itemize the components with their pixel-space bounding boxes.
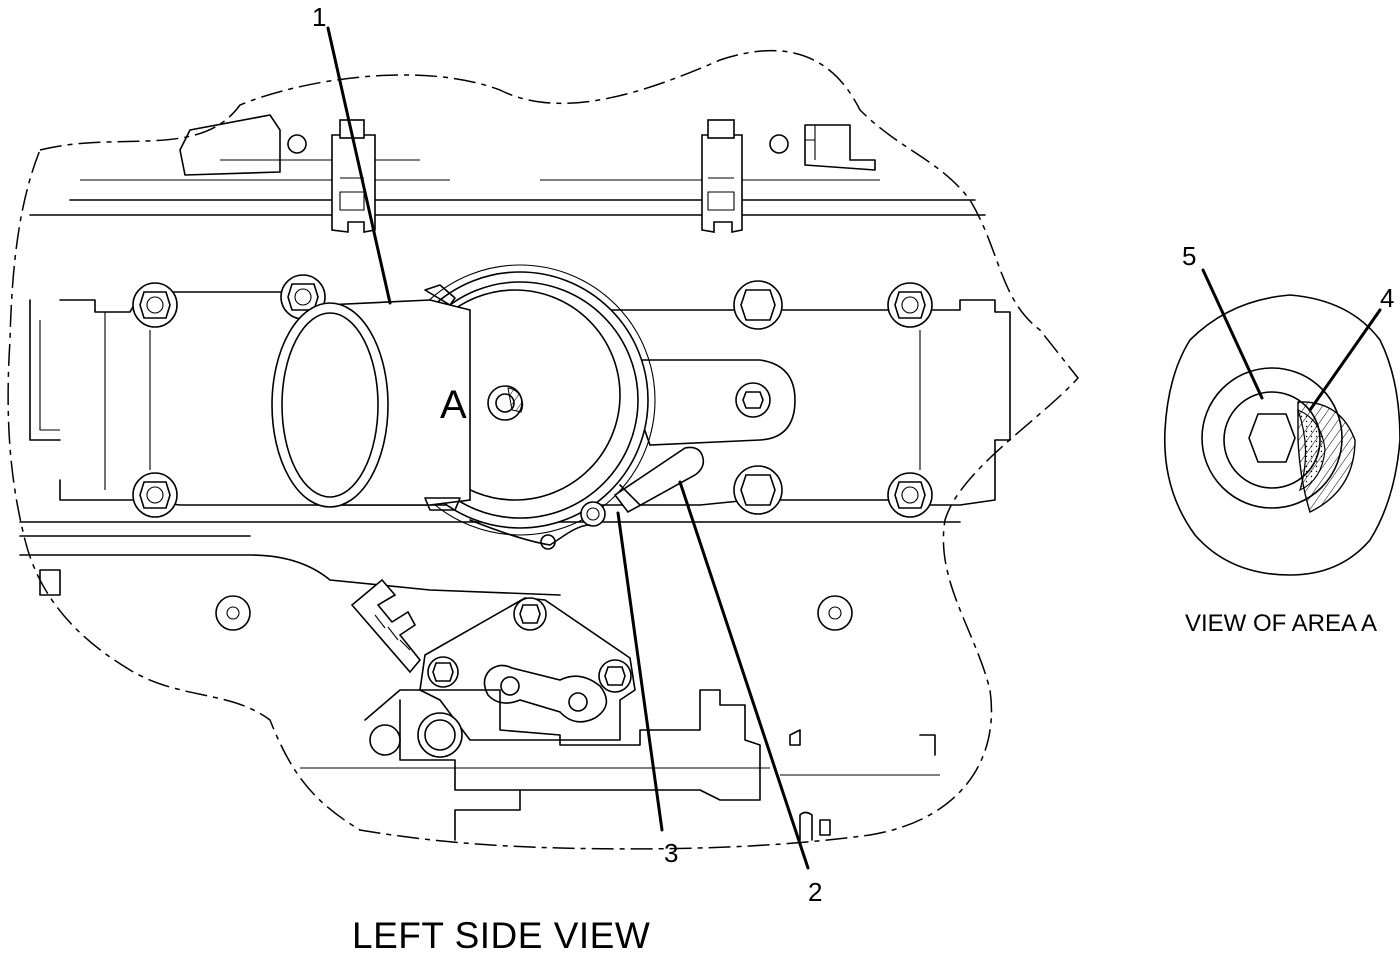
callout-3: 3 [664,838,678,868]
callout-1: 1 [312,2,326,32]
leader-line-2 [678,480,810,870]
leader-line-4 [1308,308,1382,412]
phantom-boundary [7,49,1079,850]
clip-bracket-left [331,119,376,233]
detail-view-caption: VIEW OF AREA A [1185,610,1377,637]
callout-2: 2 [808,877,822,907]
leader-lines [326,26,1382,870]
leader-line-3 [616,511,664,832]
area-marker-label: A [440,383,467,427]
clamp-lever [469,446,705,550]
left-side-view-drawing: A [7,49,1079,850]
leader-line-5 [1201,268,1264,400]
clip-bracket-right [701,119,743,233]
detail-view-area-a [1163,294,1400,576]
callout-4: 4 [1380,283,1394,313]
cover-bolts [132,274,933,518]
breather-tube [271,284,471,511]
main-view-caption: LEFT SIDE VIEW [352,915,650,955]
callout-5: 5 [1182,241,1196,271]
lower-bracket-assembly [215,578,940,841]
leader-line-1 [326,26,392,305]
